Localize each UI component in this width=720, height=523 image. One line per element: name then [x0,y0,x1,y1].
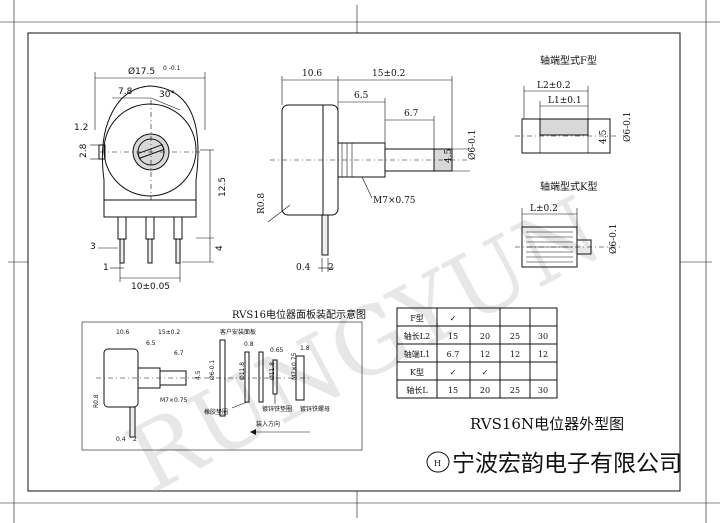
assembly-dim-6-7: 6.7 [174,350,184,357]
table-cell: 轴端L1 [404,349,430,359]
assembly-diagram: RVS16电位器面板装配示意图 10.6 15±0.2 6.5 6.7 4.5 … [81,308,366,451]
shaft-k-shaft: Ø6-0.1 [608,224,619,254]
dim-front-diameter-tol: 0 -0.1 [163,65,181,72]
shaft-f-l2: L2±0.2 [537,81,571,91]
assembly-dim-shaft: Ø6-0.1 [209,360,216,380]
assembly-washer-rubber: 橡胶垫圈 [204,408,228,416]
assembly-washer-plated: 镀锌铁垫圈 [262,405,292,413]
table-cell: K型 [410,368,424,377]
dim-front-30deg: 30° [159,90,175,100]
dim-side-4-5: 4.5 [444,148,454,163]
assembly-dim-m7: M7×0.75 [291,352,298,380]
dim-front-4: 4 [215,245,225,251]
dim-side-thread: M7×0.75 [373,196,416,206]
dim-front-1-2: 1.2 [74,123,88,133]
table-cell: 30 [538,386,548,395]
table-cell: 12 [538,350,548,359]
table-cell: 12 [510,350,520,359]
dim-side-2: 2 [328,263,334,273]
dim-front-3: 3 [90,242,96,252]
assembly-nut-plated: 镀锌铁螺母 [300,405,330,413]
dim-side-0-4: 0.4 [296,263,311,273]
dim-front-1: 1 [103,263,109,273]
assembly-direction: 装入方向 [256,420,280,428]
assembly-dim-4-5: 4.5 [195,370,202,380]
shaft-type-k: 轴端型式K型 L±0.2 Ø6-0.1 [515,180,620,268]
assembly-dim-0-65: 0.65 [270,347,284,354]
assembly-dim-6-5: 6.5 [146,340,156,347]
company-block: H 宁波宏韵电子有限公司 [426,451,682,477]
table-cell: 20 [480,386,490,395]
dim-front-7-8: 7.8 [118,87,133,97]
dim-side-6-7: 6.7 [404,109,419,119]
shaft-f-4-5: 4.5 [599,129,609,144]
shaft-type-f: 轴端型式F型 L2±0.2 L1±0.1 4.5 Ø6-0.1 [515,54,633,154]
company-logo: H [434,459,441,468]
company-name: 宁波宏韵电子有限公司 [452,451,682,477]
table-cell: 15 [448,332,458,341]
assembly-dim-thread: M7×0.75 [160,397,188,404]
dim-side-r08: R0.8 [257,193,267,214]
dim-front-2-8: 2.8 [79,143,89,158]
dim-front-diameter: Ø17.5 [128,66,155,77]
assembly-dim-r08: R0.8 [93,394,100,408]
dim-front-pitch: 10±0.05 [131,282,170,292]
shaft-k-title: 轴端型式K型 [540,180,597,193]
table-cell: 轴长L2 [404,331,430,341]
dim-side-shaft: Ø6-0.1 [467,130,478,160]
assembly-dim-11-8b: Ø11.8 [269,362,276,380]
table-cell: 12 [480,350,490,359]
dim-front-12-5: 12.5 [218,177,228,197]
side-view: 10.6 15±0.2 6.5 6.7 4.5 Ø6-0.1 M7×0.75 R… [257,69,478,273]
shaft-k-l: L±0.2 [530,204,558,214]
assembly-dim-0-4: 0.4 [116,436,126,443]
dim-side-10-6: 10.6 [302,69,322,79]
table-cell: 25 [510,332,520,341]
table-cell: 15 [448,386,458,395]
table-cell: 30 [538,332,548,341]
drawing-title: RVS16N电位器外型图 [470,415,624,433]
dim-side-15: 15±0.2 [372,69,405,79]
assembly-title: RVS16电位器面板装配示意图 [232,308,366,321]
table-cell: 6.7 [447,350,460,359]
shaft-f-shaft: Ø6-0.1 [622,112,633,142]
table-cell: ✓ [450,368,457,377]
assembly-dim-11-8a: Ø11.8 [239,362,246,380]
table-cell: 轴长L [406,385,428,395]
assembly-customer-panel: 客户安装面板 [220,328,256,336]
assembly-dim-1-8: 1.8 [300,345,310,352]
assembly-dim-0-8: 0.8 [244,341,254,348]
assembly-dim-10-6: 10.6 [116,329,130,336]
front-view: Ø17.5 0 -0.1 7.8 30° 1.2 2.8 12.5 4 3 1 … [74,65,228,292]
assembly-dim-2: 2 [133,436,137,443]
assembly-dim-15: 15±0.2 [158,329,180,336]
shaft-f-l1: L1±0.1 [548,96,582,106]
table-cell: ✓ [450,314,457,323]
table-cell: 25 [510,386,520,395]
table-cell: F型 [410,314,424,323]
table-cell: ✓ [482,368,489,377]
table-cell: 20 [480,332,490,341]
shaft-f-title: 轴端型式F型 [540,54,597,67]
dim-side-6-5: 6.5 [354,91,369,101]
